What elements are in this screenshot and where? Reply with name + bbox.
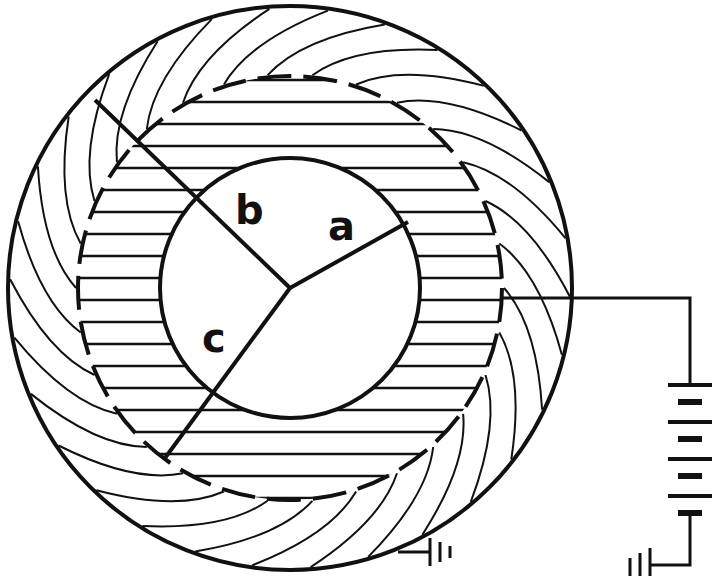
hatch-curve bbox=[499, 333, 515, 460]
ground-symbol bbox=[630, 548, 650, 576]
hatch-curve bbox=[64, 117, 80, 244]
radius-line bbox=[165, 288, 290, 458]
outer-hatching bbox=[10, 9, 570, 567]
hatch-curve bbox=[356, 75, 484, 86]
hatch-curve bbox=[96, 490, 224, 501]
hatch-curve bbox=[312, 50, 437, 76]
hatch-curve bbox=[463, 162, 565, 238]
battery-symbol bbox=[668, 385, 712, 513]
hatch-curve bbox=[89, 74, 109, 201]
hatch-line bbox=[70, 453, 510, 456]
hatch-line bbox=[70, 123, 510, 126]
hatch-curve bbox=[38, 166, 76, 288]
hatch-curve bbox=[224, 11, 328, 85]
hatch-curve bbox=[14, 338, 117, 414]
hatch-curve bbox=[147, 19, 212, 129]
dimension-label: c bbox=[200, 318, 228, 358]
outer-sphere bbox=[8, 6, 572, 570]
wire bbox=[502, 298, 690, 385]
hatch-curve bbox=[31, 394, 147, 447]
wire bbox=[650, 513, 690, 565]
dimension-label: b bbox=[233, 190, 266, 230]
hatch-curve bbox=[504, 288, 542, 410]
wire bbox=[398, 551, 430, 554]
hatch-curve bbox=[433, 129, 549, 182]
hatch-curve bbox=[252, 492, 356, 566]
dimension-label: a bbox=[326, 206, 357, 246]
ground-symbol bbox=[430, 538, 450, 566]
radius-line bbox=[95, 100, 290, 288]
hatch-curve bbox=[368, 447, 433, 557]
hatch-line bbox=[70, 475, 510, 478]
middle-sphere bbox=[78, 76, 502, 500]
hatch-curve bbox=[143, 501, 268, 527]
